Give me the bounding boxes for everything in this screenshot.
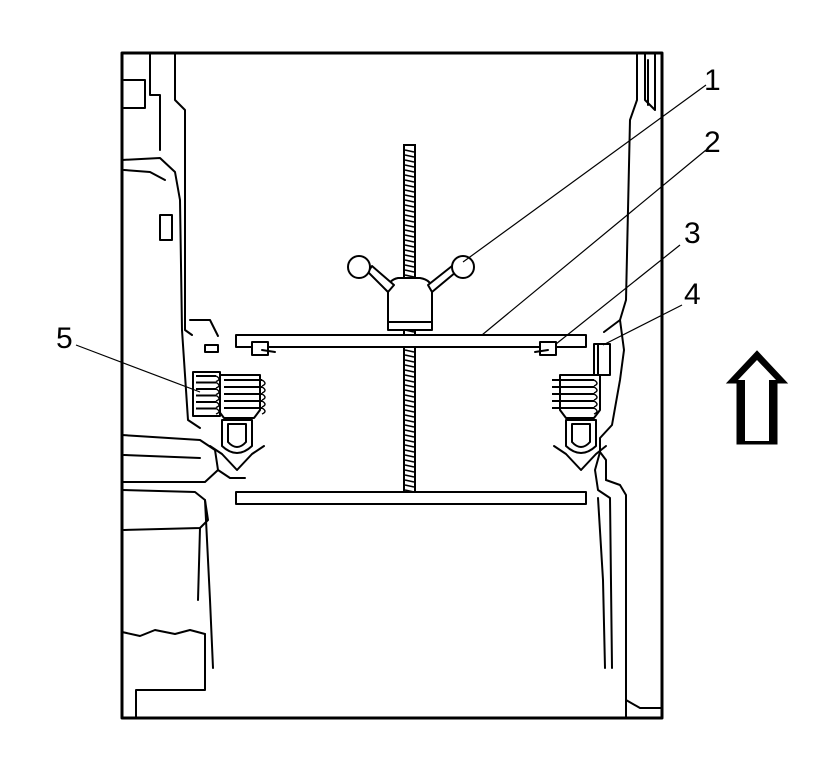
- leader-lines: [75, 84, 707, 393]
- right-valve-spring-assembly: [534, 341, 611, 471]
- callout-label-3: 3: [684, 217, 701, 250]
- leader-line-2: [481, 149, 707, 336]
- callout-label-5: 5: [56, 322, 73, 355]
- t-handle-nut: [347, 255, 475, 331]
- callout-label-1: 1: [704, 64, 721, 97]
- callout-labels: 1 2 3 4 5: [56, 64, 721, 355]
- leader-line-5: [75, 344, 201, 393]
- leader-line-3: [555, 244, 681, 345]
- lower-plate: [235, 491, 587, 505]
- cylinder-block: [120, 51, 664, 720]
- callout-label-4: 4: [684, 278, 701, 311]
- leader-line-4: [602, 304, 683, 346]
- callout-label-2: 2: [704, 126, 721, 159]
- up-arrow-icon: [725, 350, 789, 445]
- upper-plate: [235, 334, 587, 348]
- left-valve-spring-assembly: [192, 341, 276, 471]
- leader-line-1: [462, 84, 707, 263]
